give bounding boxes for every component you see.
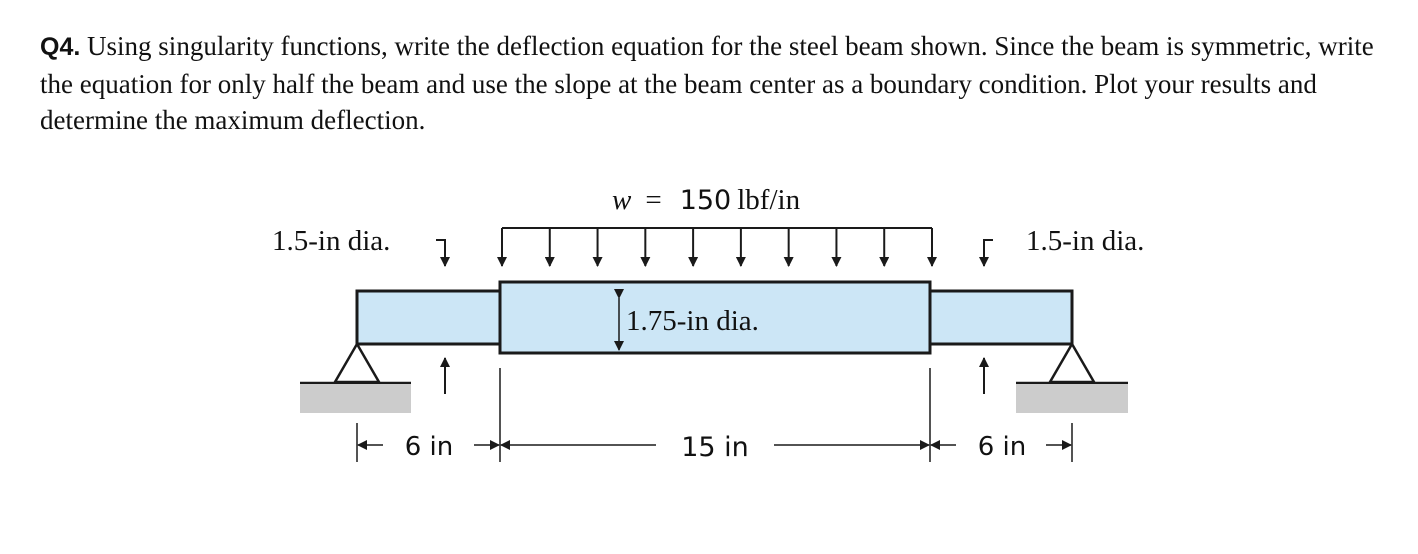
center-shaft-section — [498, 280, 932, 355]
load-value: 150 — [680, 185, 732, 216]
dim-left-label: 6 in — [405, 432, 454, 462]
question-number: Q4. — [40, 33, 81, 61]
load-unit: lbf/in — [737, 184, 800, 216]
right-ground — [1016, 384, 1128, 413]
load-equals: = — [645, 184, 661, 216]
load-symbol: w — [612, 184, 632, 216]
right-diameter-label: 1.5-in dia. — [1026, 225, 1144, 257]
right-pin-support — [1047, 341, 1097, 384]
center-diameter-label: 1.75-in dia. — [626, 305, 759, 337]
load-label: w = 150 lbf/in — [612, 184, 801, 216]
dim-center-label: 15 in — [681, 432, 749, 463]
left-shaft-section — [355, 289, 502, 346]
question-body: Using singularity functions, write the d… — [40, 31, 1374, 135]
left-diameter-leader — [436, 239, 450, 267]
question-text: Q4. Using singularity functions, write t… — [40, 28, 1390, 139]
right-diameter-leader — [979, 239, 993, 267]
dim-right-label: 6 in — [978, 432, 1027, 462]
left-diameter-label: 1.5-in dia. — [272, 225, 390, 257]
load-arrows — [497, 228, 937, 267]
left-ground — [300, 384, 411, 413]
left-pin-support — [332, 341, 382, 384]
right-shaft-section — [928, 289, 1074, 346]
